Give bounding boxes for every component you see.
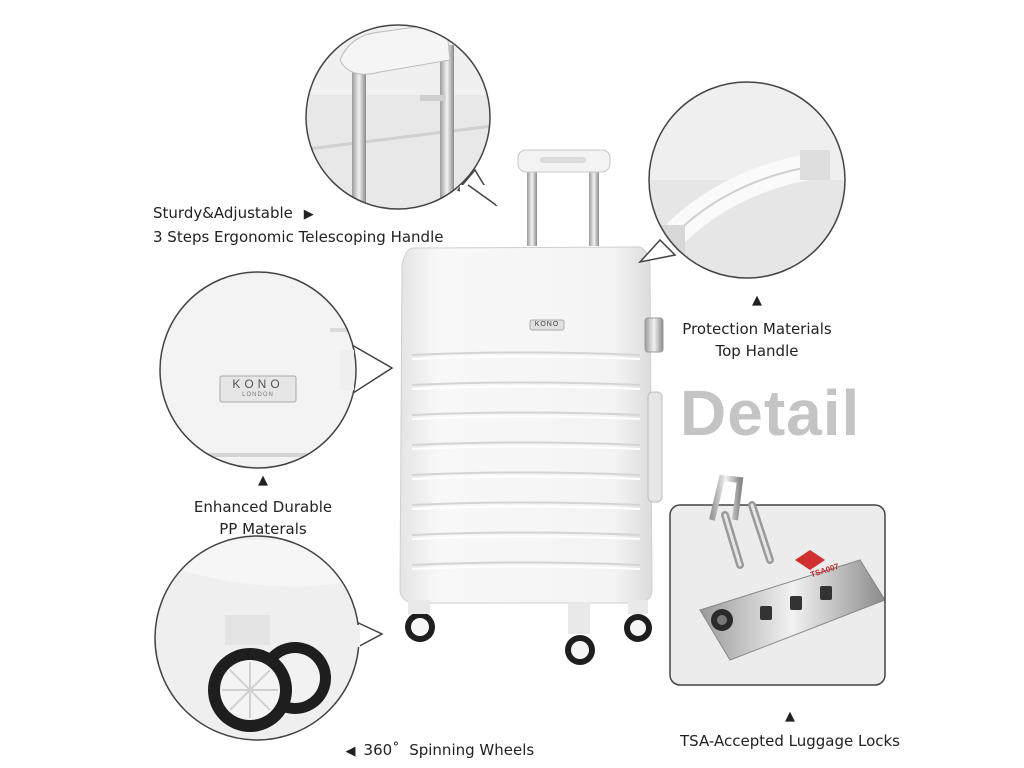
up-arrow-icon: ▲ — [752, 293, 762, 308]
up-arrow-icon: ▲ — [785, 709, 795, 724]
zoom-top-handle — [637, 81, 846, 279]
callout-material-line1: Enhanced Durable — [193, 498, 333, 516]
callout-lock-text: TSA-Accepted Luggage Locks — [680, 732, 900, 750]
callout-handle-line2: 3 Steps Ergonomic Telescoping Handle — [153, 228, 444, 246]
right-arrow-icon: ▶ — [303, 207, 314, 222]
callout-top-handle: ▲ Protection Materials Top Handle — [672, 290, 842, 362]
callout-lock: ▲ TSA-Accepted Luggage Locks — [650, 706, 930, 752]
callout-handle: Sturdy&Adjustable ▶ 3 Steps Ergonomic Te… — [153, 202, 443, 248]
zoom-tsa-lock — [669, 474, 886, 686]
detail-headline: Detail — [680, 377, 861, 449]
callout-material: ▲ Enhanced Durable PP Materals — [178, 470, 348, 540]
zoom-logo-sub: LONDON — [242, 392, 274, 398]
zoom-wheels — [154, 535, 384, 741]
up-arrow-icon: ▲ — [258, 473, 268, 488]
suitcase — [399, 149, 664, 665]
callout-handle-line1: Sturdy&Adjustable — [153, 204, 293, 222]
callout-wheels-text: 360˚ Spinning Wheels — [363, 741, 535, 759]
callout-wheels: ◀ 360˚ Spinning Wheels — [336, 717, 535, 763]
left-arrow-icon: ◀ — [345, 744, 356, 759]
zoom-logo: KONO LONDON — [220, 377, 296, 399]
zoom-material — [159, 271, 394, 469]
callout-top-handle-line2: Top Handle — [715, 342, 799, 360]
callout-material-line2: PP Materals — [219, 520, 307, 538]
zoom-logo-brand: KONO — [232, 377, 284, 391]
callout-top-handle-line1: Protection Materials — [682, 320, 832, 338]
suitcase-logo: KONO — [534, 321, 560, 328]
zoom-handle — [305, 24, 500, 210]
